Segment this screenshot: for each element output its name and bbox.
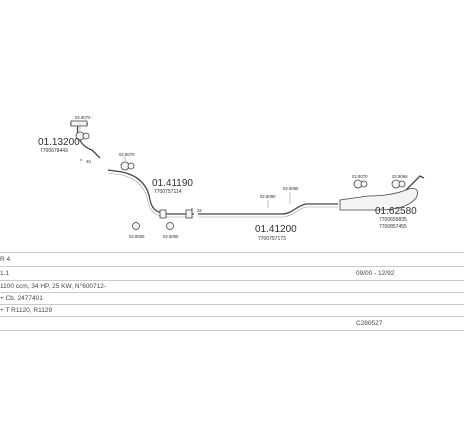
fitting-code: 02.8005 xyxy=(129,234,145,239)
reference-code: C280527 xyxy=(356,320,383,327)
hanger xyxy=(120,161,135,171)
svg-text:*: * xyxy=(191,208,193,214)
center-pipe xyxy=(198,203,338,215)
type-note: + T R1120, R1129 xyxy=(0,307,53,314)
oem-number: 7700659835 xyxy=(379,217,407,223)
fitting-code: 02.8005 xyxy=(163,234,179,239)
oem-number: 7700678443 xyxy=(40,148,68,154)
oem-number: 7700857455 xyxy=(379,224,407,230)
front-flange xyxy=(70,120,88,127)
length-marker: 32 xyxy=(197,208,202,213)
engine-size: 1.1 xyxy=(0,270,10,277)
part-code: 01.13200 xyxy=(38,137,80,148)
tail-pipe xyxy=(405,175,425,191)
part-code: 01.62580 xyxy=(375,206,417,217)
info-row: + T R1120, R1129 xyxy=(0,304,464,317)
oem-number: 7700757114 xyxy=(154,189,182,195)
chassis-note: + Cb. 2477401 xyxy=(0,295,43,302)
fitting-code: 02.8070 xyxy=(119,152,135,157)
part-code: 01.41190 xyxy=(152,178,193,189)
date-range: 09/00 - 12/92 xyxy=(356,270,395,277)
fitting-code: 02.8070 xyxy=(75,115,91,120)
model-name: R 4 xyxy=(0,256,11,263)
engine-spec: 1100 ccm, 34 HP, 25 KW, N°600712- xyxy=(0,283,107,290)
info-row: R 4 xyxy=(0,252,464,267)
fitting-code: 02.8065 xyxy=(283,186,299,191)
fitting-code: 02.9066 xyxy=(392,174,408,179)
info-row: 1100 ccm, 34 HP, 25 KW, N°600712- xyxy=(0,280,464,293)
info-row: 1.1 09/00 - 12/92 xyxy=(0,266,464,281)
length-marker: 40 xyxy=(86,159,91,164)
exhaust-diagram: 01.13200 7700678443 01.41190 7700757114 … xyxy=(38,115,425,242)
hanger xyxy=(391,179,406,189)
hanger xyxy=(166,222,174,230)
clamp xyxy=(159,209,167,219)
svg-text:*: * xyxy=(80,159,82,165)
clamp xyxy=(185,209,193,219)
hanger xyxy=(75,131,90,141)
part-code: 01.41200 xyxy=(255,224,297,235)
fitting-code: 02.8090 xyxy=(260,194,276,199)
info-row: + Cb. 2477401 xyxy=(0,292,464,305)
info-row-bottom xyxy=(0,330,464,331)
info-row: C280527 xyxy=(0,316,464,331)
hanger xyxy=(353,179,368,189)
oem-number: 7700757173 xyxy=(258,236,286,242)
hanger xyxy=(132,222,140,230)
rear-silencer xyxy=(339,188,418,211)
front-pipe xyxy=(76,123,101,159)
fitting-code: 02.8070 xyxy=(352,174,368,179)
